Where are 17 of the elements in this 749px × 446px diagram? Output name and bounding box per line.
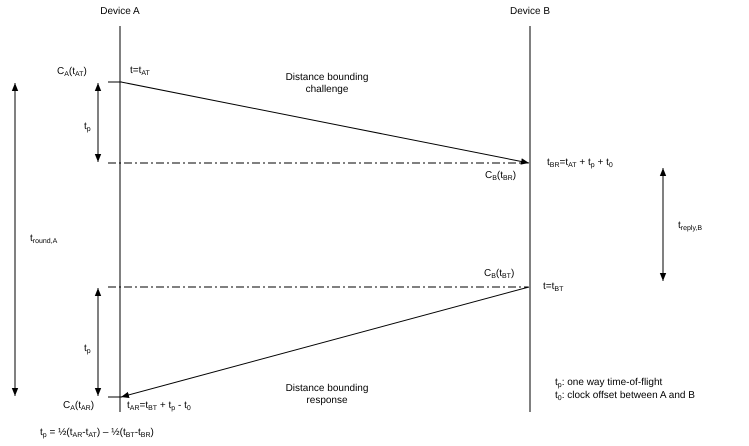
timing-label: t=t$_{BT}$ — [543, 281, 564, 295]
timing-label: t$_{reply,B}$ — [678, 220, 702, 234]
timing-label: t=t$_{AT}$ — [130, 65, 150, 79]
timing-label: C$_{A}$(t$_{AT}$) — [57, 66, 87, 80]
timing-label: t$_{p}$ — [84, 121, 91, 135]
timing-label: t$_{round,A}$ — [30, 233, 58, 247]
timing-label: C$_{B}$(t$_{BR}$) — [485, 170, 516, 184]
timing-label: C$_{B}$(t$_{BT}$) — [484, 268, 514, 282]
timing-label: t$_{BR}$=t$_{AT}$ + t$_{p}$ + t$_{0}$ — [547, 157, 613, 171]
message-arrow — [120, 286, 530, 398]
timing-label: C$_{A}$(t$_{AR}$) — [63, 400, 94, 414]
note-text: t$_{p}$: one way time-of-flight — [555, 377, 662, 390]
note-text: t$_{0}$: clock offset between A and B — [555, 390, 695, 404]
note-text: t$_{p}$ = ½(t$_{AR}$-t$_{AT}$) – ½(t$_{BT}$-t$_{BR}$) — [40, 427, 154, 441]
message-arrow — [120, 82, 530, 165]
timing-label: t$_{AR}$=t$_{BT}$ + t$_{p}$ - t$_{0}$ — [127, 400, 191, 414]
timing-label: t$_{p}$ — [84, 343, 91, 357]
